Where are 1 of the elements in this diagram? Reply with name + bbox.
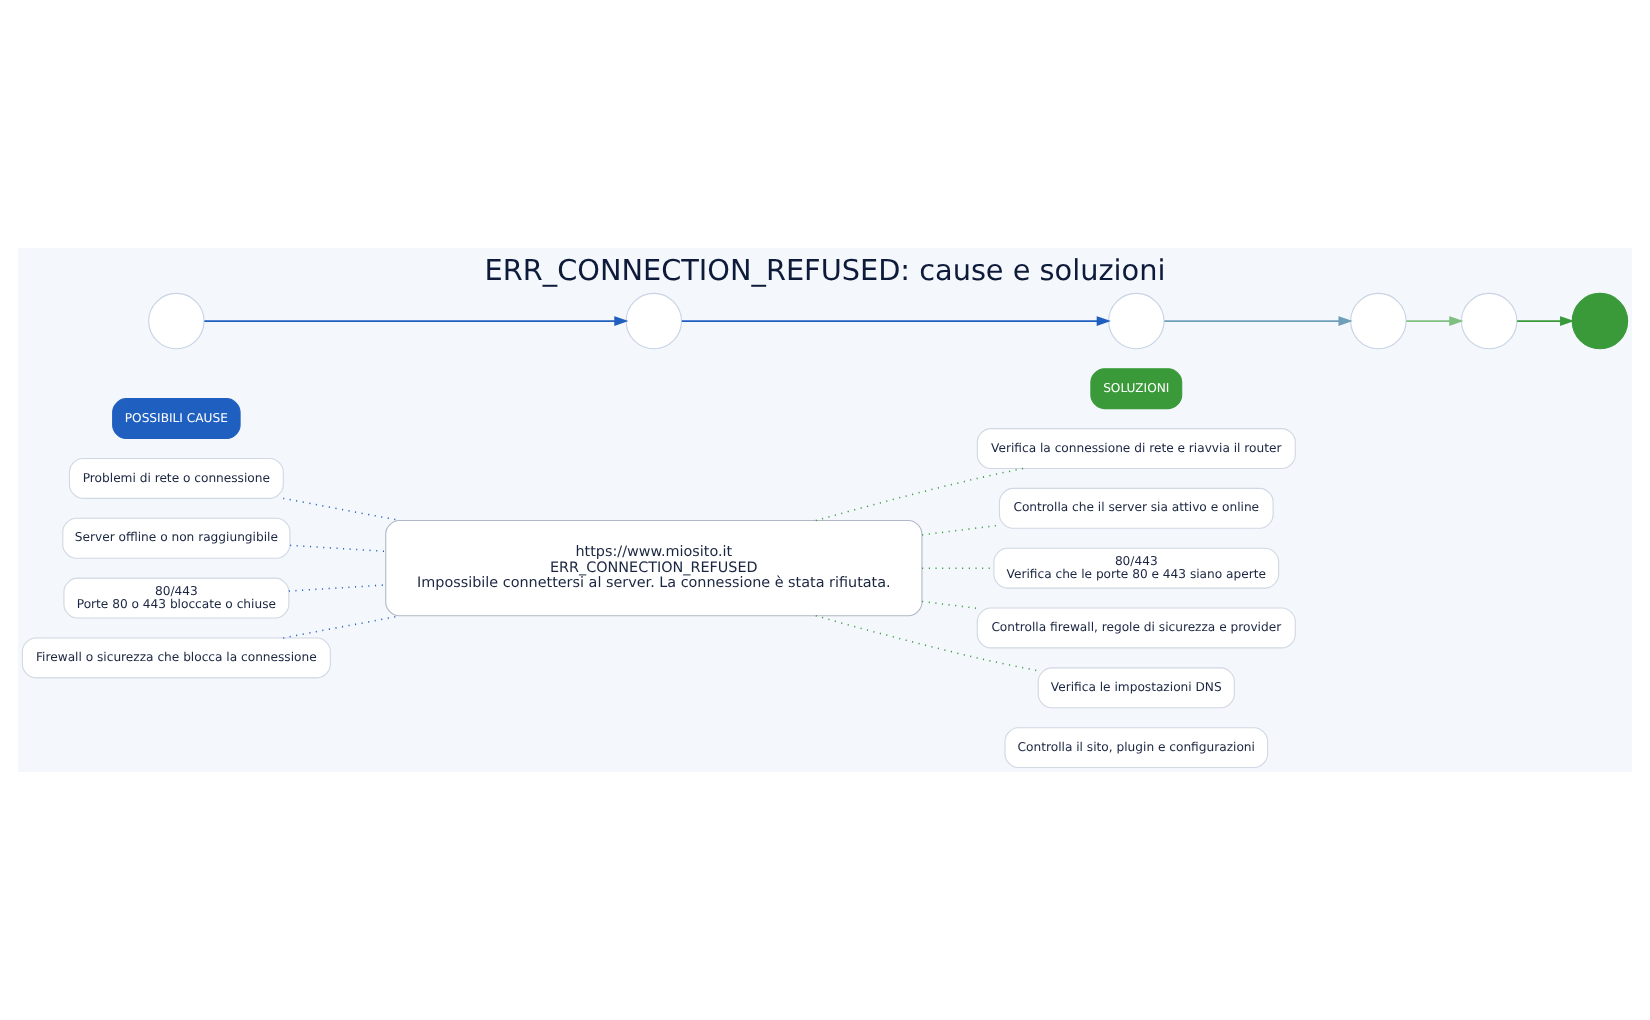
diagram-title: ERR_CONNECTION_REFUSED: cause e soluzioni xyxy=(484,255,1166,288)
